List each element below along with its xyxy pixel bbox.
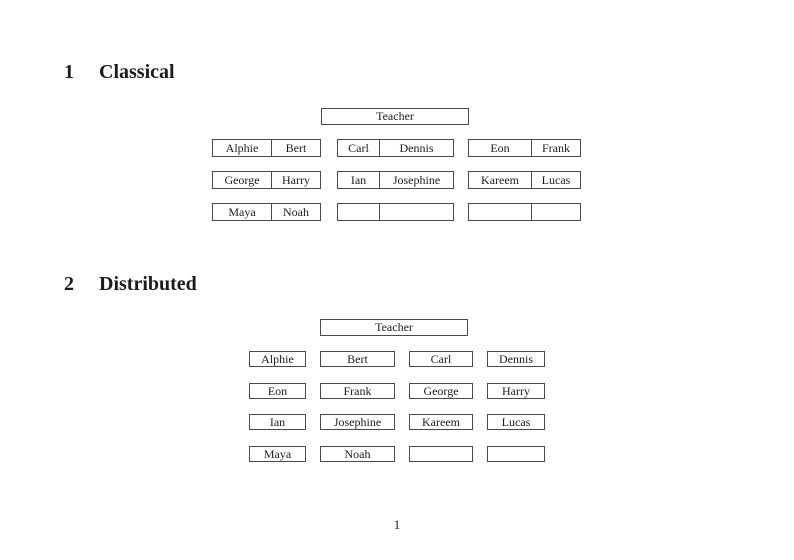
teacher-label: Teacher bbox=[375, 320, 413, 334]
desk-classical-r1-mid: Carl Dennis bbox=[337, 139, 454, 157]
desk-distributed-r1-c3: Carl bbox=[409, 351, 473, 367]
student-name: Harry bbox=[271, 172, 320, 188]
desk-distributed-r3-c2: Josephine bbox=[320, 414, 395, 430]
desk-classical-r3-mid-empty bbox=[337, 203, 454, 221]
section-title: Distributed bbox=[99, 273, 197, 295]
student-name: Ian bbox=[350, 172, 367, 187]
desk-distributed-r3-c3: Kareem bbox=[409, 414, 473, 430]
student-name: Bert bbox=[271, 140, 320, 156]
desk-distributed-r3-c1: Ian bbox=[249, 414, 306, 430]
desk-classical-r3-left: Maya Noah bbox=[212, 203, 321, 221]
desk-distributed-r4-c1: Maya bbox=[249, 446, 306, 462]
desk-distributed-r2-c1: Eon bbox=[249, 383, 306, 399]
desk-classical-r2-right: Kareem Lucas bbox=[468, 171, 581, 189]
empty-seat bbox=[379, 204, 453, 220]
desk-classical-r3-right-empty bbox=[468, 203, 581, 221]
desk-distributed-r1-c1: Alphie bbox=[249, 351, 306, 367]
student-name: Carl bbox=[348, 140, 369, 155]
desk-classical-r2-left: George Harry bbox=[212, 171, 321, 189]
student-name: Eon bbox=[490, 140, 510, 155]
desk-distributed-r4-c3-empty bbox=[409, 446, 473, 462]
section-number: 2 bbox=[64, 273, 74, 295]
student-name: Maya bbox=[228, 204, 256, 219]
desk-classical-r1-right: Eon Frank bbox=[468, 139, 581, 157]
desk-distributed-r1-c4: Dennis bbox=[487, 351, 545, 367]
student-name: Frank bbox=[531, 140, 580, 156]
empty-seat bbox=[469, 204, 531, 220]
desk-distributed-r4-c2: Noah bbox=[320, 446, 395, 462]
desk-classical-r2-mid: Ian Josephine bbox=[337, 171, 454, 189]
teacher-label: Teacher bbox=[376, 109, 414, 123]
page-number: 1 bbox=[393, 517, 401, 532]
student-name: Alphie bbox=[225, 140, 259, 155]
student-name: Kareem bbox=[481, 172, 519, 187]
desk-distributed-r4-c4-empty bbox=[487, 446, 545, 462]
student-name: Noah bbox=[271, 204, 320, 220]
desk-classical-r1-left: Alphie Bert bbox=[212, 139, 321, 157]
section-number: 1 bbox=[64, 61, 74, 83]
section-heading-classical: 1 Classical bbox=[64, 61, 175, 84]
desk-distributed-r2-c3: George bbox=[409, 383, 473, 399]
teacher-box-classical: Teacher bbox=[321, 108, 469, 125]
empty-seat bbox=[338, 204, 379, 220]
student-name: Josephine bbox=[379, 172, 453, 188]
teacher-box-distributed: Teacher bbox=[320, 319, 468, 336]
student-name: George bbox=[224, 172, 260, 187]
empty-seat bbox=[531, 204, 580, 220]
desk-distributed-r1-c2: Bert bbox=[320, 351, 395, 367]
student-name: Lucas bbox=[531, 172, 580, 188]
student-name: Dennis bbox=[379, 140, 453, 156]
desk-distributed-r3-c4: Lucas bbox=[487, 414, 545, 430]
section-title: Classical bbox=[99, 61, 175, 83]
section-heading-distributed: 2 Distributed bbox=[64, 273, 197, 296]
desk-distributed-r2-c4: Harry bbox=[487, 383, 545, 399]
desk-distributed-r2-c2: Frank bbox=[320, 383, 395, 399]
